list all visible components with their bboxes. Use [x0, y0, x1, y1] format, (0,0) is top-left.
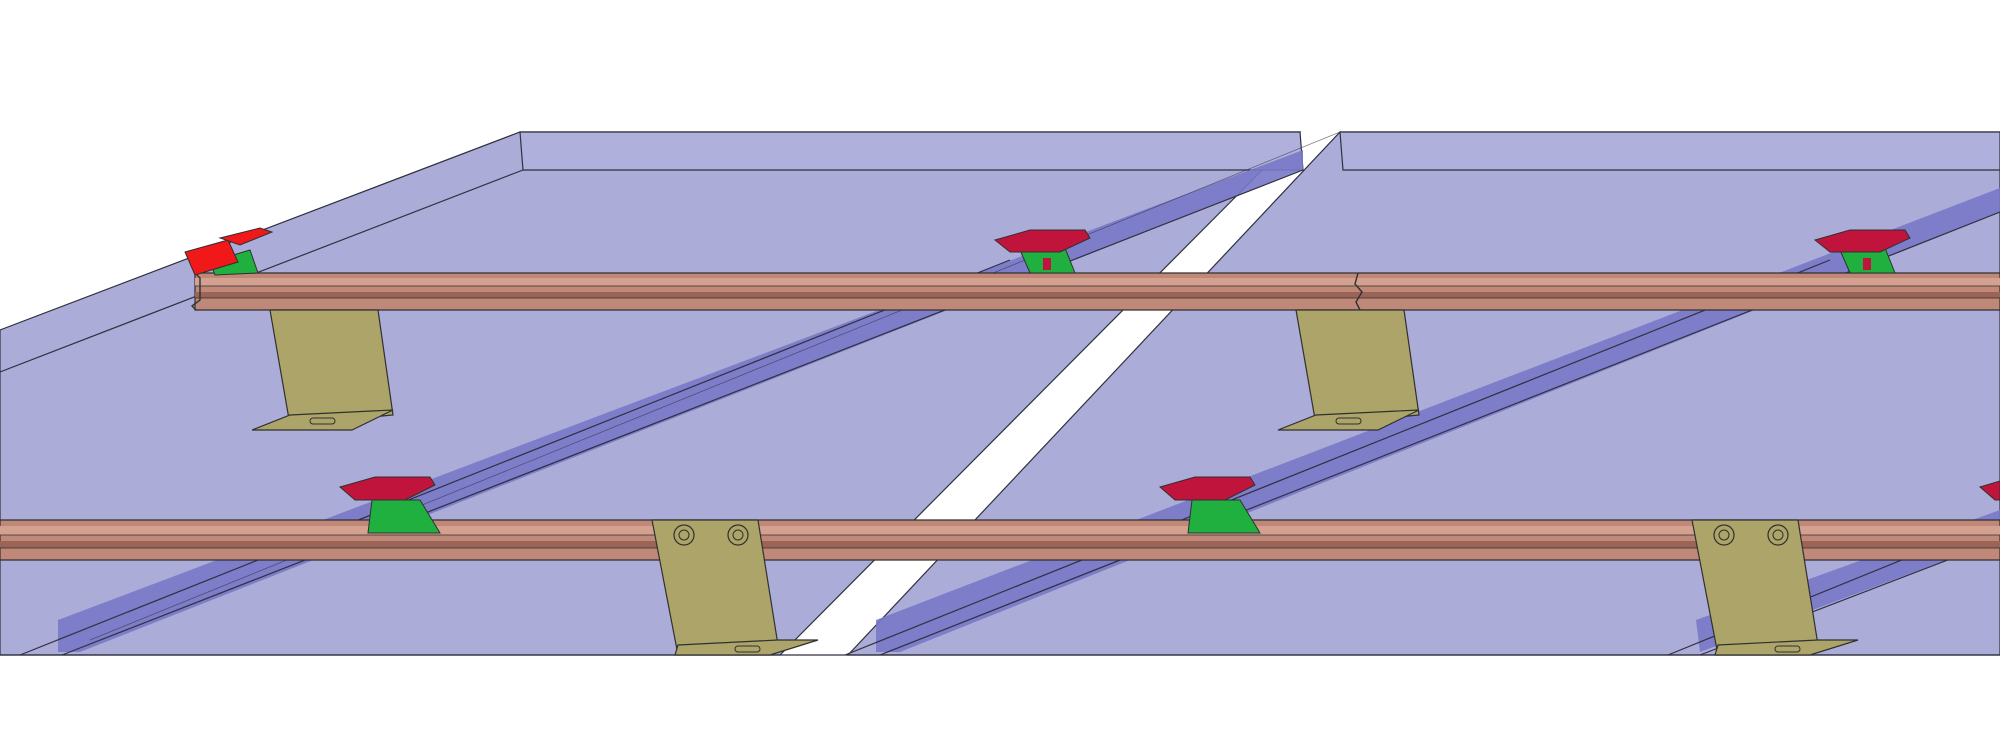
bracket-slot	[734, 645, 761, 653]
bracket-upright	[1295, 309, 1420, 426]
mid-clamp	[338, 476, 441, 534]
clamp-top	[1813, 229, 1911, 253]
panel-outline	[19, 259, 1011, 656]
bolt-icon	[727, 524, 749, 546]
mid-clamp	[1158, 476, 1261, 534]
bolt-icon	[1767, 524, 1789, 546]
roof-bracket	[1691, 519, 1859, 656]
bracket-foot	[251, 409, 394, 431]
mid-clamp	[1978, 480, 2000, 501]
panel-front-edge	[1339, 131, 2000, 171]
roof-bracket	[1277, 309, 1420, 431]
bracket-foot	[1277, 409, 1420, 431]
roof-bracket	[651, 519, 819, 656]
bolt-icon	[673, 524, 695, 546]
clamp-bolt	[1043, 258, 1051, 270]
mid-clamp	[1813, 229, 1911, 274]
panel-gap-line	[61, 169, 1304, 656]
bracket-slot	[1335, 417, 1362, 425]
clamp-top	[1978, 480, 2000, 501]
clamp-top	[993, 229, 1091, 253]
rail-highlight	[0, 526, 2000, 535]
clamp-top	[338, 476, 436, 501]
mounting-rail	[0, 519, 2000, 561]
clamp-bolt	[1863, 258, 1871, 270]
bracket-upright	[269, 309, 394, 426]
panel-outline	[844, 259, 1831, 656]
bracket-foot	[674, 639, 819, 656]
rail-joint	[1354, 272, 1363, 311]
bracket-slot	[309, 417, 336, 425]
rail-highlight	[195, 278, 2000, 286]
panel-front-edge	[519, 131, 1304, 171]
rail-end-cap	[190, 272, 201, 311]
bracket-slot	[1774, 645, 1801, 653]
end-clamp	[184, 227, 274, 276]
clamp-top	[1158, 476, 1256, 501]
mounting-rail	[190, 272, 2000, 311]
rail-groove	[0, 541, 2000, 548]
mid-clamp	[993, 229, 1091, 274]
end-clamp-body	[184, 239, 239, 276]
panel-outline	[0, 169, 524, 373]
bracket-foot	[1714, 639, 1859, 656]
rail-groove	[195, 292, 2000, 298]
roof-bracket	[251, 309, 394, 431]
end-clamp-top	[218, 227, 274, 246]
bolt-icon	[1713, 524, 1735, 546]
